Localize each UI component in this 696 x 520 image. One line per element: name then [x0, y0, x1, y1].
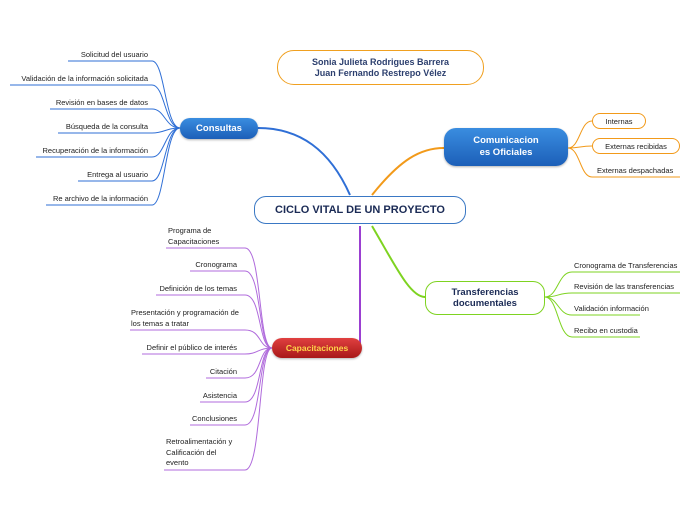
connector-central-transferencias — [371, 225, 426, 298]
capacitaciones-item-5: Definir el público de interés — [146, 343, 237, 352]
connector-capacitaciones-9 — [164, 347, 273, 471]
connector-capacitaciones-8 — [190, 347, 273, 426]
capacitaciones-item-9: Retroalimentación y Calificación del eve… — [166, 437, 233, 467]
capacitaciones-item-7: Asistencia — [202, 391, 237, 400]
connector-consultas-4 — [58, 127, 181, 134]
topic-capacitaciones-label: Capacitaciones — [285, 343, 349, 353]
connector-capacitaciones-5 — [142, 347, 273, 355]
topic-transferencias-label-1: Transferencias — [451, 287, 519, 298]
topic-comunicaciones[interactable]: Comunicacion es Oficiales — [444, 128, 568, 166]
central-topic[interactable]: CICLO VITAL DE UN PROYECTO — [254, 196, 466, 224]
transferencias-item-3: Validación información — [574, 304, 649, 313]
consultas-item-4: Búsqueda de la consulta — [65, 122, 148, 131]
comunicaciones-item-3: Externas despachadas — [597, 166, 674, 175]
connector-consultas-1 — [68, 60, 181, 129]
connector-comunicaciones-2 — [567, 145, 593, 149]
connector-central-consultas — [257, 127, 351, 196]
topic-transferencias-label-2: documentales — [453, 298, 517, 309]
connector-capacitaciones-2 — [190, 270, 273, 349]
consultas-item-7: Re archivo de la información — [52, 194, 148, 203]
topic-capacitaciones[interactable]: Capacitaciones — [272, 338, 362, 358]
capacitaciones-item-3: Definición de los temas — [159, 284, 237, 293]
author-2: Juan Fernando Restrepo Vélez — [314, 67, 447, 78]
consultas-item-5: Recuperación de la información — [42, 146, 148, 155]
topic-transferencias[interactable]: Transferencias documentales — [425, 281, 545, 315]
consultas-item-6: Entrega al usuario — [87, 170, 148, 179]
connector-transferencias-4 — [544, 296, 640, 338]
consultas-item-2: Validación de la información solicitada — [21, 74, 148, 83]
connector-transferencias-2 — [544, 292, 680, 298]
topic-consultas-label: Consultas — [196, 123, 242, 134]
connector-transferencias-1 — [544, 271, 680, 298]
comunicaciones-item-2: Externas recibidas — [592, 138, 680, 154]
topic-consultas[interactable]: Consultas — [180, 118, 258, 139]
connector-capacitaciones-1 — [166, 247, 273, 349]
transferencias-item-1: Cronograma de Transferencias — [574, 261, 678, 270]
connector-consultas-7 — [46, 127, 181, 206]
connector-comunicaciones-3 — [567, 147, 680, 178]
connector-consultas-2 — [10, 84, 181, 129]
authors-box: Sonia Julieta Rodrigues Barrera Juan Fer… — [277, 50, 484, 85]
transferencias-item-2: Revisión de las transferencias — [574, 282, 675, 291]
author-1: Sonia Julieta Rodrigues Barrera — [311, 56, 450, 67]
connector-central-comunicaciones — [371, 147, 445, 196]
capacitaciones-item-4: Presentación y programación de los temas… — [131, 308, 239, 328]
connector-capacitaciones-4 — [130, 329, 273, 349]
connector-capacitaciones-3 — [156, 294, 273, 349]
capacitaciones-item-1: Programa de Capacitaciones — [168, 226, 220, 246]
connector-consultas-3 — [50, 108, 181, 129]
topic-comunicaciones-label-1: Comunicacion — [473, 135, 539, 146]
connector-comunicaciones-1 — [567, 120, 593, 149]
capacitaciones-item-6: Citación — [209, 367, 237, 376]
central-topic-label: CICLO VITAL DE UN PROYECTO — [275, 204, 445, 216]
connector-consultas-6 — [78, 127, 181, 182]
topic-comunicaciones-label-2: es Oficiales — [479, 147, 533, 158]
consultas-item-3: Revisión en bases de datos — [55, 98, 148, 107]
capacitaciones-item-8: Conclusiones — [191, 414, 237, 423]
consultas-item-1: Solicitud del usuario — [80, 50, 148, 59]
transferencias-item-4: Recibo en custodia — [574, 326, 638, 335]
capacitaciones-item-2: Cronograma — [195, 260, 237, 269]
comunicaciones-item-1: Internas — [592, 113, 646, 129]
